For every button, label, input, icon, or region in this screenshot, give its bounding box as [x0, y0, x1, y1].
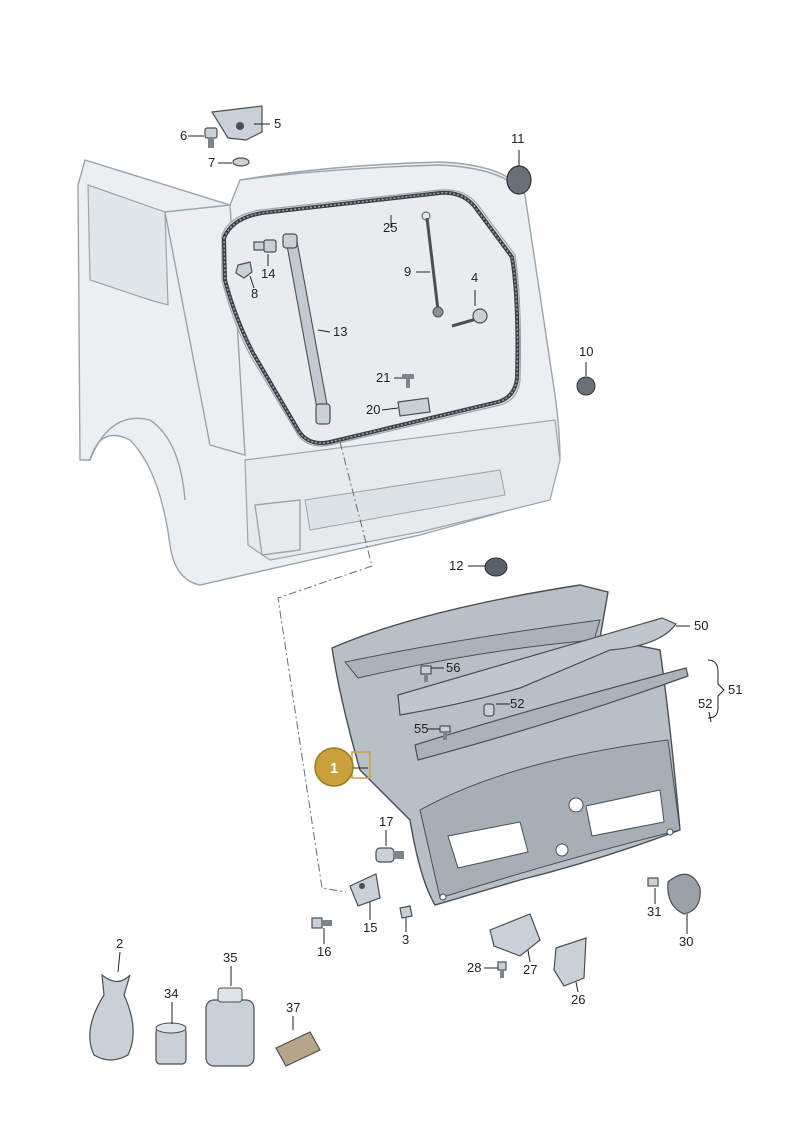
callout-50: 50	[694, 618, 708, 633]
callout-4: 4	[471, 270, 478, 285]
assembly-dash-line	[277, 441, 373, 893]
bolt-28	[497, 961, 507, 978]
clip-52	[483, 703, 495, 717]
callout-labels: 5 6 7 11 25 14 8 9 4 13 10 21 20 12 50 5…	[116, 116, 742, 1015]
callout-15: 15	[363, 920, 377, 935]
car-wheel-arch	[89, 417, 186, 501]
callout-34: 34	[164, 986, 178, 1001]
callout-55: 55	[414, 721, 428, 736]
car-side-window	[87, 184, 169, 306]
callout-7: 7	[208, 155, 215, 170]
callout-30: 30	[679, 934, 693, 949]
striker-20	[397, 397, 431, 417]
car-bumper-recess	[304, 469, 506, 531]
handle-30	[667, 873, 701, 915]
hinge-5	[210, 105, 263, 141]
callout-1: 1	[330, 760, 338, 777]
sleeve-37	[275, 1031, 321, 1067]
lock-27	[489, 913, 541, 957]
clip-8	[235, 261, 253, 279]
bottle-35	[205, 987, 255, 1067]
callout-14: 14	[261, 266, 275, 281]
grommet-11	[506, 165, 532, 195]
callout-28: 28	[467, 960, 481, 975]
callout-21: 21	[376, 370, 390, 385]
hinge-15	[349, 873, 381, 907]
callout-2: 2	[116, 936, 123, 951]
callout-31: 31	[647, 904, 661, 919]
gas-strut-13	[282, 233, 331, 425]
washer-7	[232, 157, 250, 167]
car-roof-edge	[239, 164, 521, 191]
callout-11: 11	[511, 131, 525, 146]
spoiler-50	[397, 617, 677, 716]
callout-20: 20	[366, 402, 380, 417]
clip-3	[399, 905, 413, 919]
callout-25: 25	[383, 220, 397, 235]
bolt-14	[253, 239, 277, 253]
callout-52a: 52	[510, 696, 524, 711]
callout-26: 26	[571, 992, 585, 1007]
callout-13: 13	[333, 324, 347, 339]
bolt-16	[311, 917, 332, 929]
pin-4	[451, 308, 488, 328]
callout-8: 8	[251, 286, 258, 301]
pouch-2	[89, 973, 134, 1061]
callout-6: 6	[180, 128, 187, 143]
callout-badge-1: 1	[314, 747, 371, 787]
callout-56: 56	[446, 660, 460, 675]
callout-35: 35	[223, 950, 237, 965]
cap-34	[155, 1022, 187, 1065]
cover-26	[553, 937, 587, 987]
callout-12: 12	[449, 558, 463, 573]
callout-37: 37	[286, 1000, 300, 1015]
screw-21	[402, 374, 414, 388]
strut-9	[421, 211, 444, 318]
callout-51: 51	[728, 682, 742, 697]
callout-9: 9	[404, 264, 411, 279]
stop-10	[576, 376, 596, 396]
trim-strip-52	[414, 667, 689, 761]
screw-31	[647, 877, 659, 887]
callout-17: 17	[379, 814, 393, 829]
tailgate-panel	[331, 584, 681, 906]
callout-52b: 52	[698, 696, 712, 711]
leader-lines	[117, 123, 725, 1030]
car-rear-pillar	[164, 204, 246, 456]
callout-27: 27	[523, 962, 537, 977]
car-lower-bumper	[254, 499, 301, 556]
bolt-56	[420, 665, 432, 682]
bushing-17	[375, 847, 404, 863]
bump-stop-12	[484, 557, 508, 577]
callout-10: 10	[579, 344, 593, 359]
bolt-6	[204, 127, 218, 148]
callout-16: 16	[317, 944, 331, 959]
callout-5: 5	[274, 116, 281, 131]
tailgate-seal-inner	[223, 192, 519, 444]
callout-3: 3	[402, 932, 409, 947]
